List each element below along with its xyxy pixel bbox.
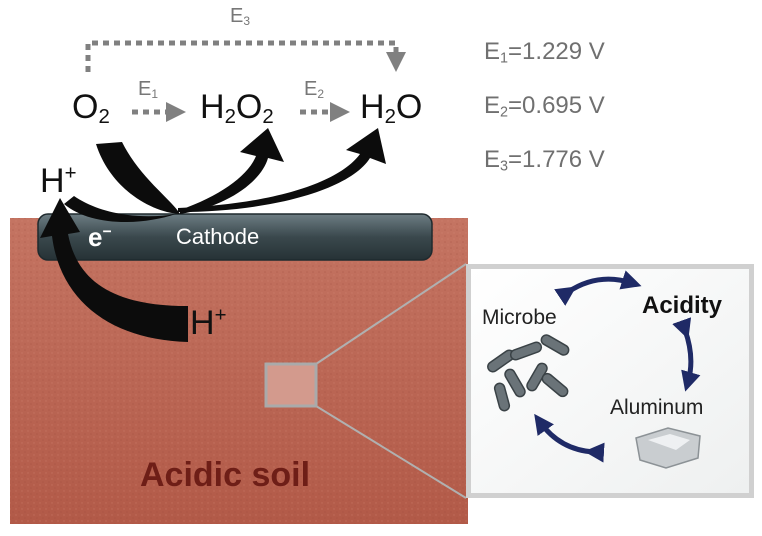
- soil-label: Acidic soil: [140, 456, 311, 494]
- cathode-to-h2o-arrow: [178, 128, 386, 212]
- h-plus-bottom-symbol: H: [190, 304, 215, 342]
- h2o2-o: O: [235, 88, 263, 126]
- o2-symbol: O: [72, 88, 99, 126]
- h-plus-soil-arrow: [40, 198, 188, 342]
- cycle-arrow-acidity-aluminum: [672, 317, 701, 392]
- aluminum-label: Aluminum: [610, 396, 704, 419]
- h2o2-sub1: 2: [224, 106, 236, 129]
- o2-to-cathode-arrow: [96, 142, 180, 214]
- potential-e3: E3=1.776 V: [484, 146, 605, 175]
- e2-subscript: 2: [317, 87, 325, 101]
- dotted-arrows: [85, 40, 406, 122]
- reaction-flow-arrows: [40, 128, 386, 342]
- e1-label: E1: [138, 78, 158, 101]
- aluminum-illustration: [635, 427, 701, 469]
- acidity-label: Acidity: [642, 292, 723, 319]
- o2-subscript: 2: [98, 106, 110, 129]
- potential-e1: E1=1.229 V: [484, 38, 605, 67]
- species-o2: O2: [72, 88, 110, 129]
- h2o2-h: H: [200, 88, 225, 126]
- potential-e2-sub: 2: [500, 104, 509, 121]
- h-plus-bottom-charge: +: [214, 304, 227, 327]
- species-h2o2: H2O2: [200, 88, 274, 129]
- e1-subscript: 1: [151, 87, 159, 101]
- h-plus-top-charge: +: [64, 162, 77, 185]
- zoom-connector: [315, 263, 467, 499]
- cycle-arrow-microbe-acidity: [554, 270, 642, 306]
- e1-letter: E: [138, 78, 152, 100]
- potential-e3-value: =1.776 V: [508, 146, 605, 173]
- potential-e2-value: =0.695 V: [508, 92, 605, 119]
- potential-e3-sub: 3: [500, 158, 509, 175]
- potential-e1-letter: E: [484, 38, 501, 65]
- h2o2-sub2: 2: [262, 106, 274, 129]
- electron-symbol: e: [88, 222, 103, 252]
- e3-letter: E: [230, 5, 244, 27]
- electron-charge: −: [102, 223, 112, 241]
- e2-label: E2: [304, 78, 324, 101]
- h-plus-bottom: H+: [190, 304, 226, 343]
- cathode-label: Cathode: [176, 224, 260, 249]
- cathode-rod: [37, 213, 433, 261]
- species-h2o: H2O: [360, 88, 422, 129]
- potential-e1-sub: 1: [500, 50, 509, 67]
- h2o-o: O: [395, 88, 423, 126]
- potential-e1-value: =1.229 V: [508, 38, 605, 65]
- h-plus-top-symbol: H: [40, 162, 65, 200]
- cycle-arrow-aluminum-microbe: [534, 413, 605, 463]
- microbe-illustration: [487, 334, 570, 412]
- h2o-sub: 2: [384, 106, 396, 129]
- e3-subscript: 3: [243, 14, 251, 28]
- soil-sample-square: [264, 362, 318, 408]
- e3-label: E3: [230, 5, 250, 28]
- h-plus-top: H+: [40, 162, 76, 201]
- cathode-to-h2o2-arrow: [180, 128, 284, 214]
- e3-arrow: [85, 40, 406, 72]
- potential-e2: E2=0.695 V: [484, 92, 605, 121]
- potential-e2-letter: E: [484, 92, 501, 119]
- microbe-label: Microbe: [482, 306, 557, 329]
- h-plus-top-arrow: [64, 196, 176, 223]
- potential-e3-letter: E: [484, 146, 501, 173]
- acidic-soil-block: [10, 218, 468, 524]
- e2-letter: E: [304, 78, 318, 100]
- electron-label: e−: [88, 222, 112, 253]
- h2o-h: H: [360, 88, 385, 126]
- cycle-arrows: [534, 270, 701, 463]
